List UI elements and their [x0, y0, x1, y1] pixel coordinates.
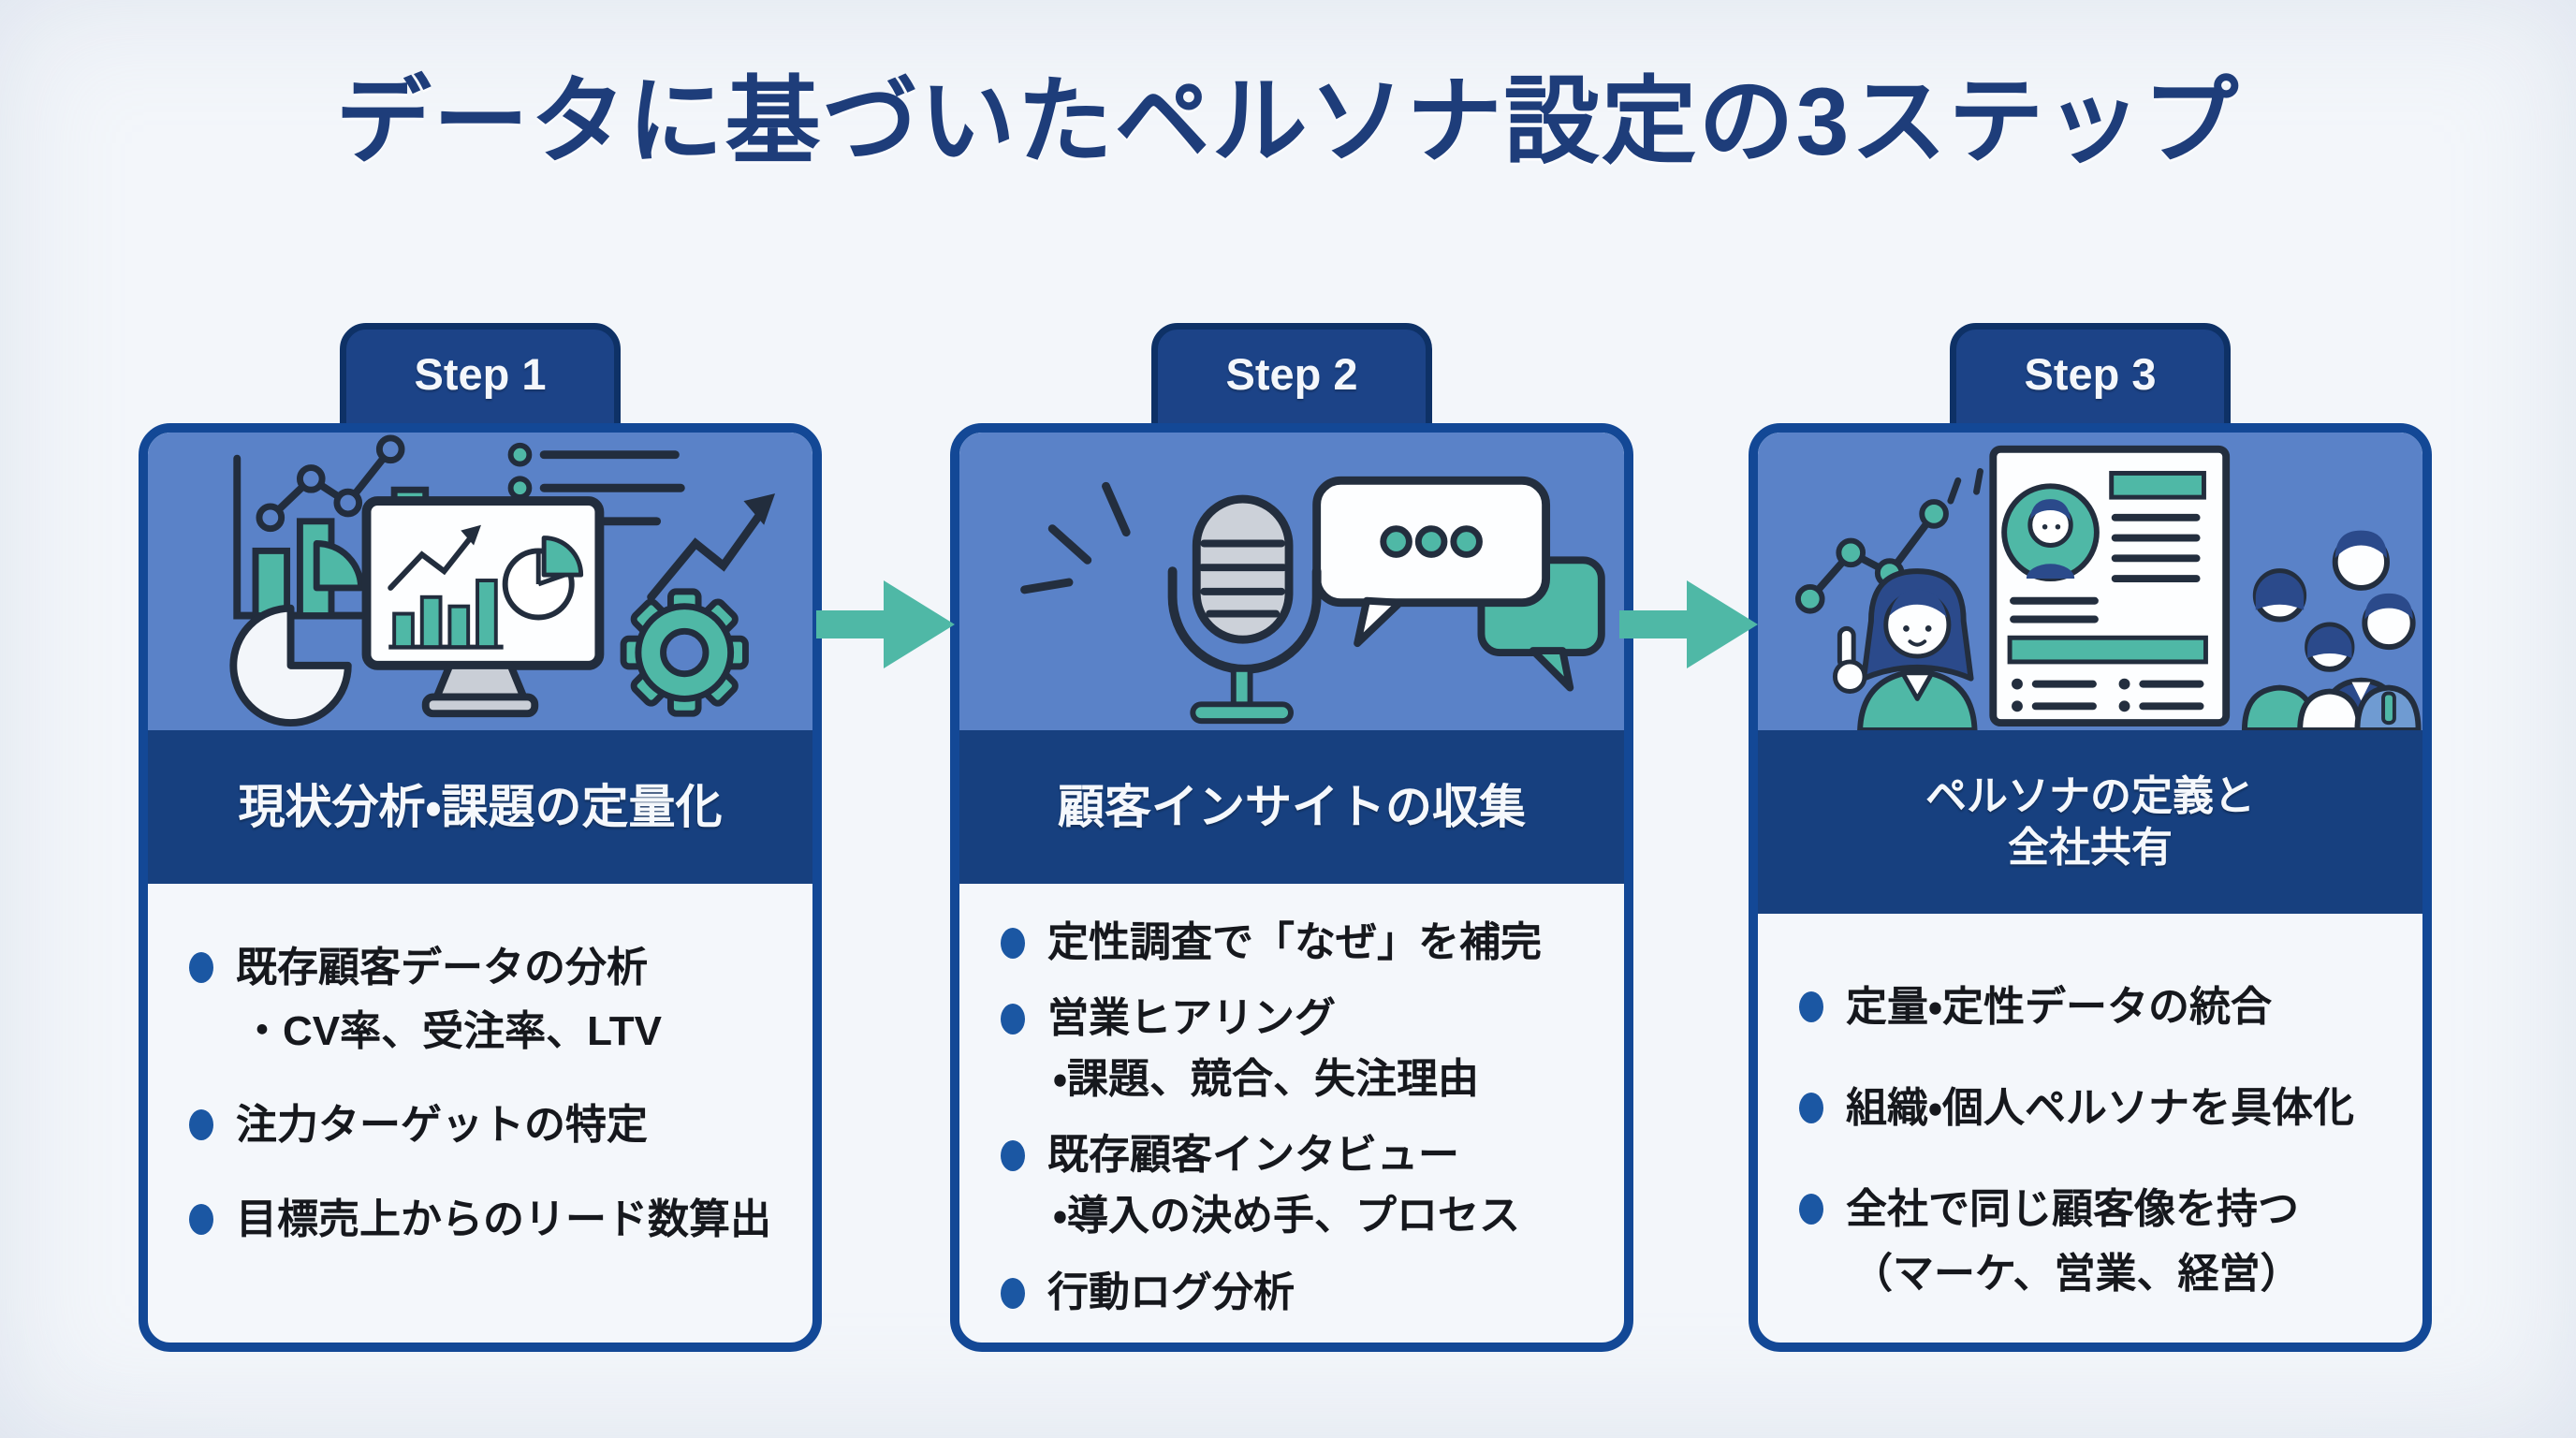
bullet-text: 定量・定性データの統合	[1846, 976, 2272, 1039]
bullet-item: 行動ログ分析	[1001, 1262, 1590, 1323]
bullet-dot	[1799, 1093, 1823, 1124]
step-1-bullet-list: 既存顧客データの分析 ・CV率、受注率、LTV 注力ターゲットの特定 目標売上か…	[189, 936, 779, 1252]
bullet-item: 営業ヒアリング ・課題、競合、失注理由	[1001, 988, 1590, 1109]
arrow-right-icon	[816, 573, 955, 676]
bullet-dot	[189, 1203, 213, 1235]
bullet-line: 行動ログ分析	[1047, 1269, 1295, 1315]
step-2-bullet-list: 定性調査で「なぜ」を補完 営業ヒアリング ・課題、競合、失注理由 既存顧客インタ…	[1001, 912, 1590, 1323]
bullet-line: 定量・定性データの統合	[1846, 984, 2272, 1030]
bullet-text: 組織・個人ペルソナを具体化	[1846, 1077, 2354, 1140]
bullet-item: 組織・個人ペルソナを具体化	[1799, 1077, 2389, 1140]
arrow-right-shape	[816, 580, 955, 668]
bullet-text: 全社で同じ顧客像を持つ （マーケ、営業、経営）	[1846, 1178, 2301, 1305]
arrow-right-shape	[1619, 580, 1758, 668]
bullet-subline: ・導入の決め手、プロセス	[1053, 1193, 1520, 1240]
bullet-subline: ・CV率、受注率、LTV	[242, 1008, 662, 1055]
microphone-chat-illustration	[1020, 476, 1605, 725]
step-1-heading-band: 現状分析・課題の定量化	[148, 730, 812, 884]
bullet-dot	[189, 1109, 213, 1141]
page-title: データに基づいたペルソナ設定の3ステップ	[335, 68, 2241, 175]
bullet-text: 既存顧客インタビュー ・導入の決め手、プロセス	[1047, 1124, 1520, 1246]
step-3-heading-line2: 全社共有	[2008, 825, 2173, 871]
step-3-body: 定量・定性データの統合 組織・個人ペルソナを具体化 全社で同じ顧客像を持つ （マ…	[1758, 914, 2422, 1343]
bullet-dot	[1799, 1194, 1823, 1225]
bullet-line: 営業ヒアリング	[1047, 995, 1336, 1042]
bullet-line: 既存顧客インタビュー	[1047, 1132, 1459, 1179]
bullet-item: 注力ターゲットの特定	[189, 1093, 779, 1157]
bullet-text: 営業ヒアリング ・課題、競合、失注理由	[1047, 988, 1479, 1109]
bullet-item: 全社で同じ顧客像を持つ （マーケ、営業、経営）	[1799, 1178, 2389, 1305]
step-tab-2-label: Step 2	[1225, 349, 1358, 399]
bullet-item: 目標売上からのリード数算出	[189, 1188, 779, 1252]
step-2-body: 定性調査で「なぜ」を補完 営業ヒアリング ・課題、競合、失注理由 既存顧客インタ…	[959, 884, 1624, 1343]
step-card-3: ペルソナの定義と 全社共有 定量・定性データの統合 組織・個人ペルソナを具体化	[1749, 423, 2432, 1352]
bullet-dot	[1799, 991, 1823, 1022]
bullet-line: 組織・個人ペルソナを具体化	[1846, 1085, 2354, 1132]
bullet-line: 注力ターゲットの特定	[236, 1102, 648, 1149]
bullet-line: 全社で同じ顧客像を持つ	[1846, 1186, 2299, 1233]
step-2-heading: 顧客インサイトの収集	[1058, 781, 1526, 833]
bullet-dot	[1001, 1277, 1025, 1309]
bullet-text: 定性調査で「なぜ」を補完	[1047, 912, 1542, 973]
bullet-text: 注力ターゲットの特定	[236, 1093, 648, 1157]
bullet-text: 既存顧客データの分析 ・CV率、受注率、LTV	[236, 936, 662, 1064]
bullet-dot	[1001, 1004, 1025, 1035]
step-tab-3-label: Step 3	[2024, 349, 2157, 399]
analytics-dashboard-icon	[148, 433, 812, 730]
bullet-line: 目標売上からのリード数算出	[236, 1196, 771, 1242]
microphone-chat-icon	[959, 433, 1624, 730]
step-3-heading-band: ペルソナの定義と 全社共有	[1758, 730, 2422, 914]
step-card-2: 顧客インサイトの収集 定性調査で「なぜ」を補完 営業ヒアリング ・課題、競合、失…	[950, 423, 1633, 1352]
bullet-line: 定性調査で「なぜ」を補完	[1047, 919, 1542, 965]
analytics-dashboard-illustration	[229, 434, 776, 727]
bullet-item: 既存顧客データの分析 ・CV率、受注率、LTV	[189, 936, 779, 1064]
bullet-line: 既存顧客データの分析	[236, 945, 648, 990]
step-2-heading-band: 顧客インサイトの収集	[959, 730, 1624, 884]
bullet-dot	[1001, 1140, 1025, 1172]
persona-sharing-icon	[1758, 433, 2422, 730]
bullet-subline: ・課題、競合、失注理由	[1053, 1056, 1479, 1103]
arrow-right-icon	[1619, 573, 1758, 676]
bullet-text: 目標売上からのリード数算出	[236, 1188, 771, 1252]
bullet-item: 既存顧客インタビュー ・導入の決め手、プロセス	[1001, 1124, 1590, 1246]
step-tab-1-label: Step 1	[414, 349, 547, 399]
bullet-item: 定性調査で「なぜ」を補完	[1001, 912, 1590, 973]
bullet-dot	[1001, 928, 1025, 959]
bullet-subline: （マーケ、営業、経営）	[1852, 1250, 2302, 1297]
persona-sharing-illustration	[1794, 445, 2422, 730]
step-1-body: 既存顧客データの分析 ・CV率、受注率、LTV 注力ターゲットの特定 目標売上か…	[148, 884, 812, 1343]
bullet-dot	[189, 952, 213, 983]
bullet-item: 定量・定性データの統合	[1799, 976, 2389, 1039]
step-card-1: 現状分析・課題の定量化 既存顧客データの分析 ・CV率、受注率、LTV 注力ター…	[139, 423, 822, 1352]
bullet-text: 行動ログ分析	[1047, 1262, 1295, 1323]
step-3-heading-line1: ペルソナの定義と	[1925, 773, 2255, 819]
step-3-bullet-list: 定量・定性データの統合 組織・個人ペルソナを具体化 全社で同じ顧客像を持つ （マ…	[1799, 976, 2389, 1306]
step-1-heading: 現状分析・課題の定量化	[238, 781, 723, 833]
